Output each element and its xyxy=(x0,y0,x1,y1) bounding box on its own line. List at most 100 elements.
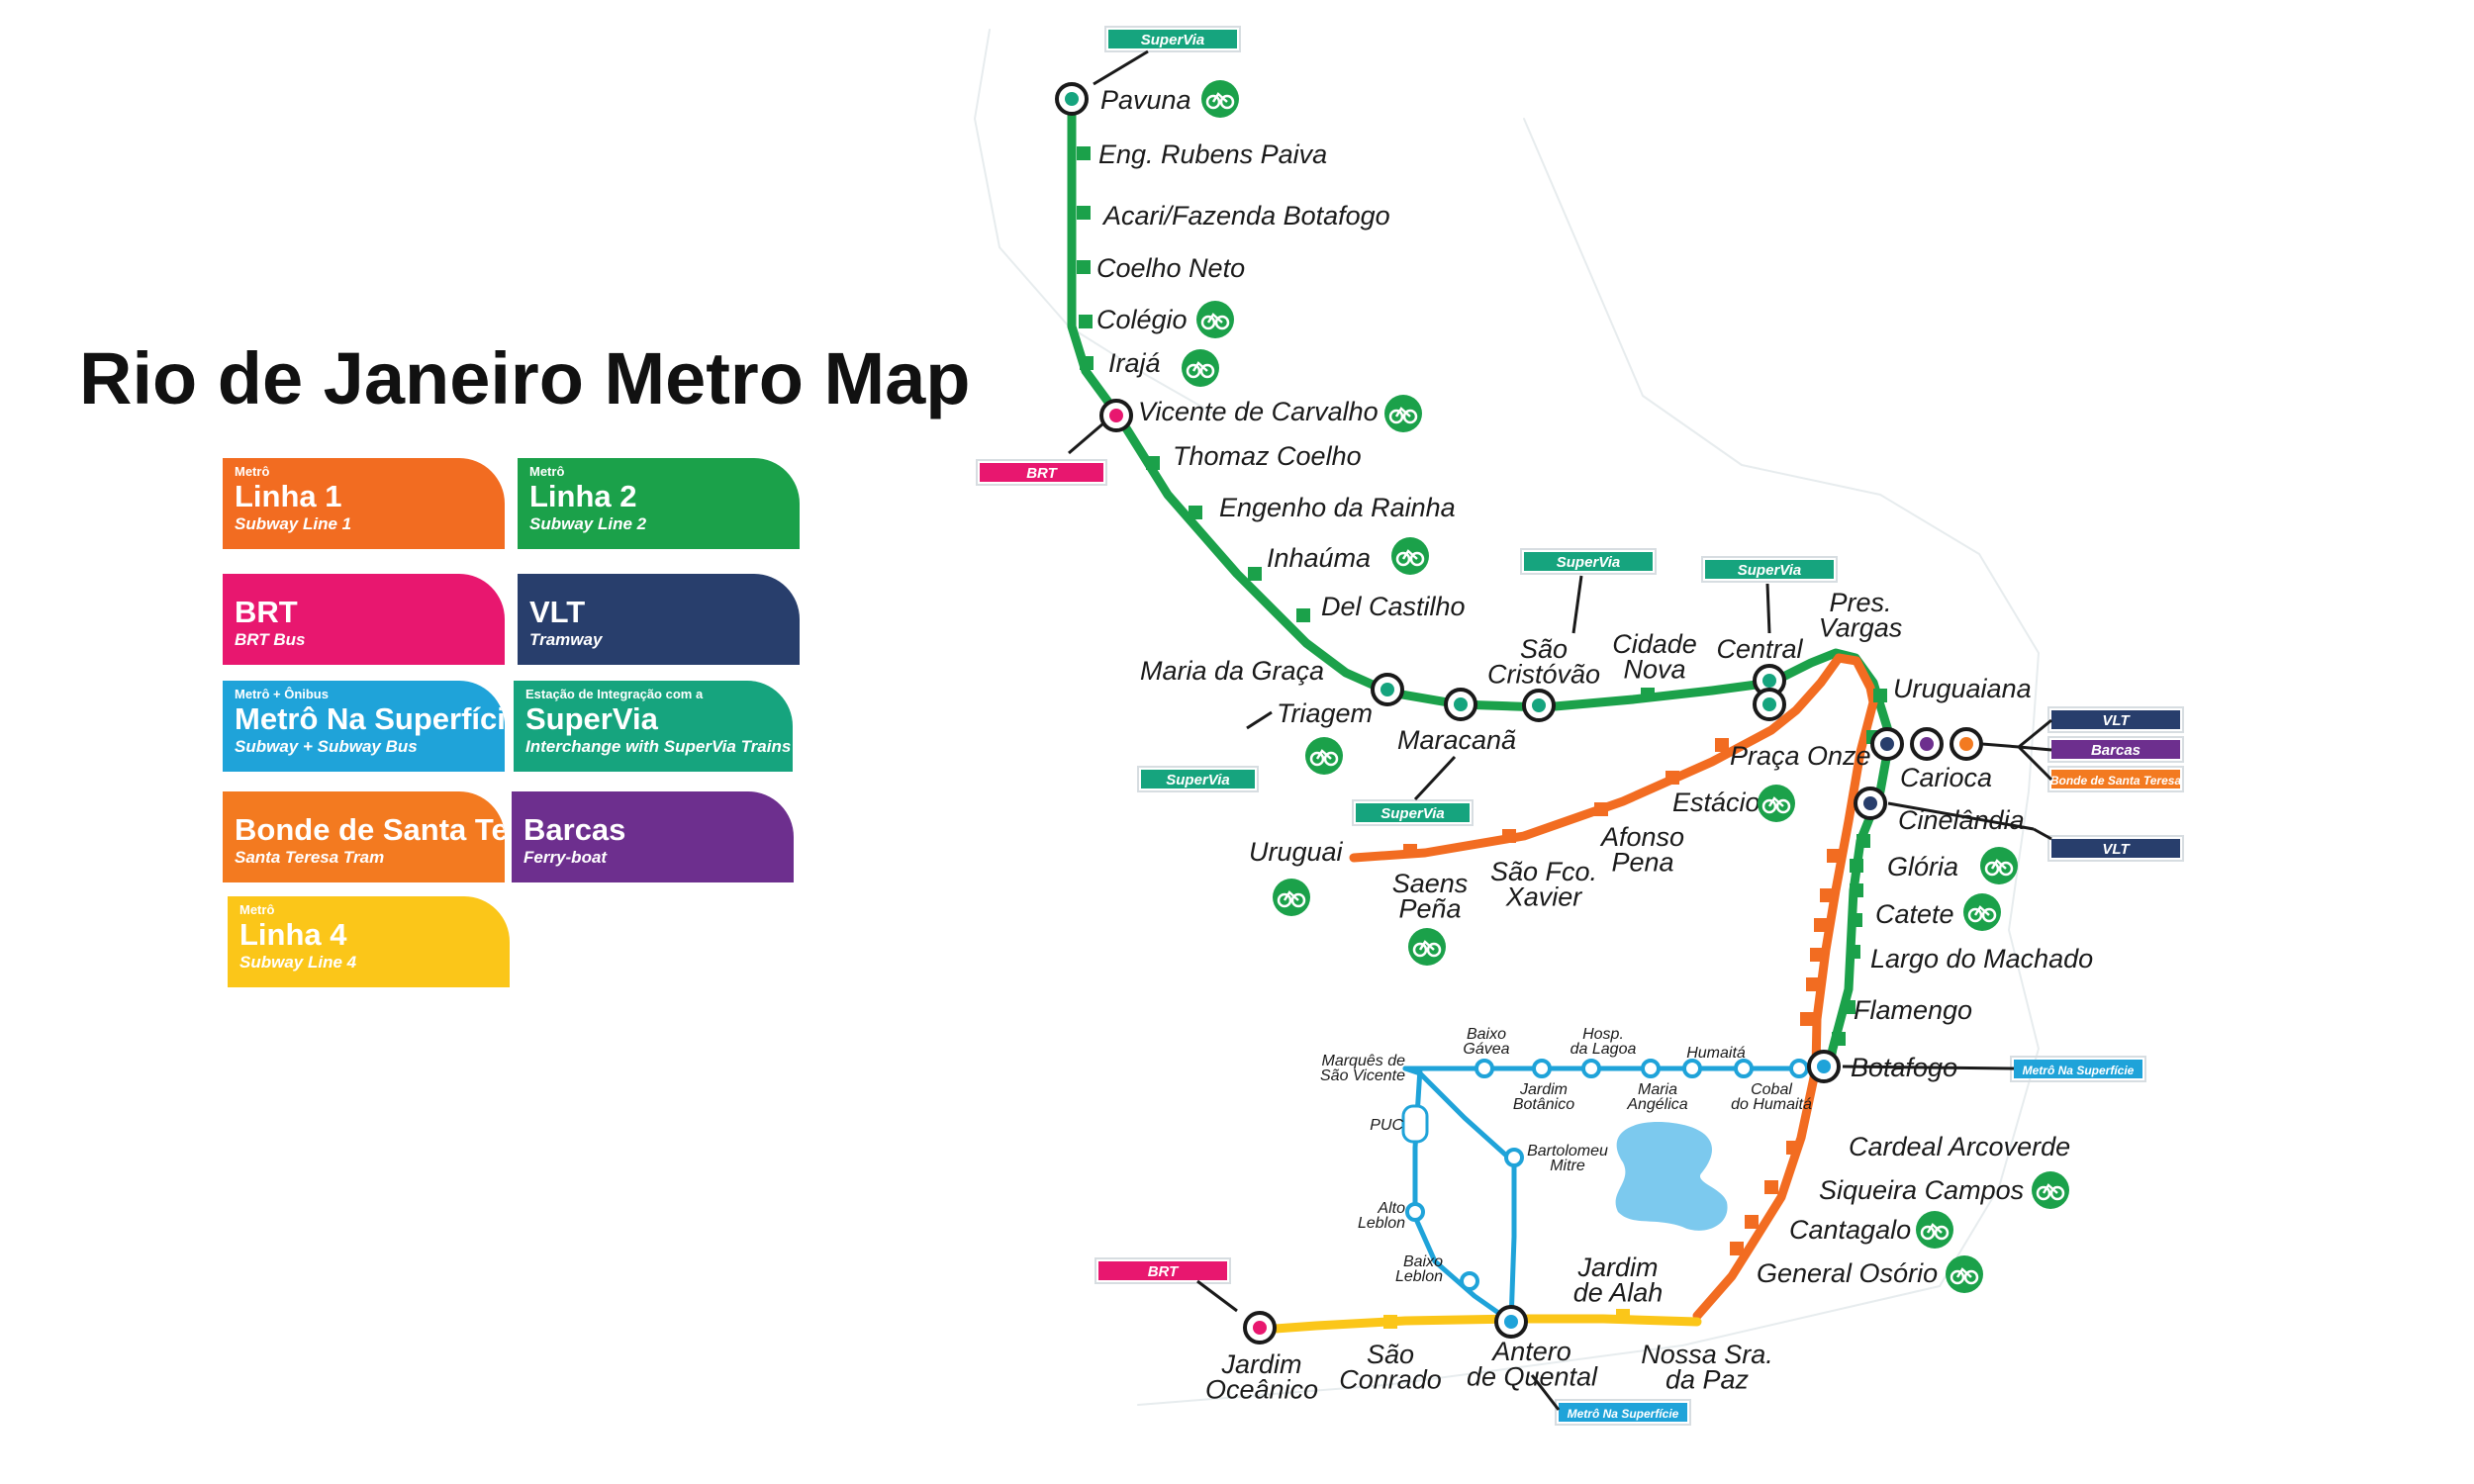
connector-line xyxy=(2033,827,2052,841)
bike-frame xyxy=(1955,1267,1972,1278)
station-label-line: Cidade xyxy=(1612,629,1697,659)
station-label-line: Botânico xyxy=(1513,1096,1574,1113)
legend-sub-text: Interchange with SuperVia Trains xyxy=(525,737,792,756)
station-label-maracana: Maracanã xyxy=(1397,725,1516,755)
legend-sub-text: Ferry-boat xyxy=(523,848,608,867)
station-label-sao-fco-xavier: São Fco.Xavier xyxy=(1490,857,1597,912)
tag-text-vlt: VLT xyxy=(2102,841,2131,858)
station-label-line: São Vicente xyxy=(1320,1067,1405,1084)
station-label-line: Leblon xyxy=(1358,1215,1405,1232)
station-label-line: Xavier xyxy=(1505,882,1583,912)
station-label-vicente-de-carvalho: Vicente de Carvalho xyxy=(1138,397,1379,426)
connector-line xyxy=(1413,755,1457,801)
legend-main-text: Linha 4 xyxy=(239,917,347,952)
station-label-pres-vargas: Pres.Vargas xyxy=(1819,588,1903,643)
line-2-station-tick xyxy=(1850,859,1863,873)
line-1-station-tick xyxy=(1820,888,1834,902)
interchange-mode-icon xyxy=(1532,698,1546,712)
bike-wheel xyxy=(1934,1225,1950,1241)
coastline xyxy=(974,29,1218,417)
bike-frame xyxy=(1315,749,1332,760)
line-2-station-tick xyxy=(1146,456,1160,470)
line-2-station-tick xyxy=(1296,608,1310,622)
line-1-station-tick xyxy=(1800,1012,1814,1026)
legend-main-text: Barcas xyxy=(523,812,626,847)
station-label-cardeal-arcoverde: Cardeal Arcoverde xyxy=(1849,1132,2070,1161)
tag-border xyxy=(1352,799,1474,826)
legend-main-text: SuperVia xyxy=(525,701,658,736)
tag-text-barcas: Barcas xyxy=(2091,742,2141,759)
interchange-mode-icon xyxy=(1504,1315,1518,1329)
station-label-colegio: Colégio xyxy=(1096,305,1188,334)
coastline xyxy=(1137,118,2040,1406)
surface-stop xyxy=(1581,1059,1601,1078)
bike-wheel xyxy=(1388,409,1404,424)
bike-icon xyxy=(1408,928,1446,966)
bike-wheel xyxy=(1186,363,1201,379)
line-1-station-tick xyxy=(1810,948,1824,962)
interchange-mode-icon xyxy=(1959,737,1973,751)
station-label-engenho-da-rainha: Engenho da Rainha xyxy=(1219,493,1456,522)
station-label-line: da Paz xyxy=(1665,1365,1750,1395)
bike-icon xyxy=(1980,847,2018,884)
bike-icon xyxy=(1916,1211,1953,1249)
line-1-station-tick xyxy=(1806,977,1820,991)
tag-barcas xyxy=(2051,740,2180,759)
legend-sub-text: Subway + Subway Bus xyxy=(235,737,418,756)
tag-metro-na-superficie xyxy=(1559,1403,1687,1422)
line-1-station-tick xyxy=(1786,1141,1800,1155)
tag-text-bonde-de-santa-teresa: Bonde de Santa Teresa xyxy=(2050,774,2182,788)
tag-supervia xyxy=(1705,560,1834,579)
bike-icon xyxy=(2032,1171,2069,1209)
station-label-general-osorio: General Osório xyxy=(1757,1258,1938,1288)
connector-line xyxy=(1765,583,1771,634)
station-label-line: Afonso xyxy=(1599,822,1684,852)
tag-text-vlt: VLT xyxy=(2102,712,2131,729)
surface-stop xyxy=(1789,1059,1809,1078)
line-2-station-tick xyxy=(1842,1000,1856,1014)
bike-icon xyxy=(1946,1255,1983,1293)
surface-stop xyxy=(1532,1059,1552,1078)
connector-line xyxy=(2018,718,2052,749)
line-2-station-tick xyxy=(1079,315,1093,328)
tag-text-supervia: SuperVia xyxy=(1738,562,1801,579)
interchange-mode-icon xyxy=(1762,674,1776,688)
tag-border xyxy=(1555,1399,1691,1426)
legend-main-text: Metrô Na Superfície xyxy=(235,701,505,736)
station-label-line: Alto xyxy=(1377,1200,1405,1217)
bike-frame xyxy=(1206,313,1223,324)
bike-wheel xyxy=(1290,892,1306,908)
bike-icon xyxy=(1963,893,2001,931)
connector-line xyxy=(2018,745,2052,752)
lagoa-lake xyxy=(1615,1122,1728,1231)
legend-sup-text: Metrô + Ônibus xyxy=(235,687,329,701)
bike-frame xyxy=(1926,1223,1943,1234)
connector-line xyxy=(1530,1374,1561,1411)
station-label-line: Oceânico xyxy=(1205,1375,1318,1405)
station-label-praca-onze: Praça Onze xyxy=(1730,741,1871,771)
station-label-estacio: Estácio xyxy=(1672,788,1760,817)
line-1-station-tick xyxy=(1594,802,1608,816)
line-2-station-tick xyxy=(1077,206,1091,220)
station-label-line: Peña xyxy=(1398,894,1461,924)
tag-border xyxy=(1094,1257,1231,1284)
tag-border xyxy=(2047,766,2184,792)
legend-sub-text: Tramway xyxy=(529,630,603,649)
station-label-thomaz-coelho: Thomaz Coelho xyxy=(1173,441,1362,471)
station-label-line: São xyxy=(1367,1340,1414,1369)
bike-wheel xyxy=(1214,315,1230,330)
bike-frame xyxy=(1990,859,2007,870)
station-label-catete: Catete xyxy=(1875,899,1954,929)
bike-icon xyxy=(1384,395,1422,432)
surface-stop xyxy=(1641,1059,1661,1078)
bike-wheel xyxy=(1412,942,1428,958)
station-label-line: Pena xyxy=(1611,848,1673,878)
bike-wheel xyxy=(1395,551,1411,567)
line-4-station-tick xyxy=(1383,1315,1397,1329)
bike-frame xyxy=(1283,890,1299,901)
